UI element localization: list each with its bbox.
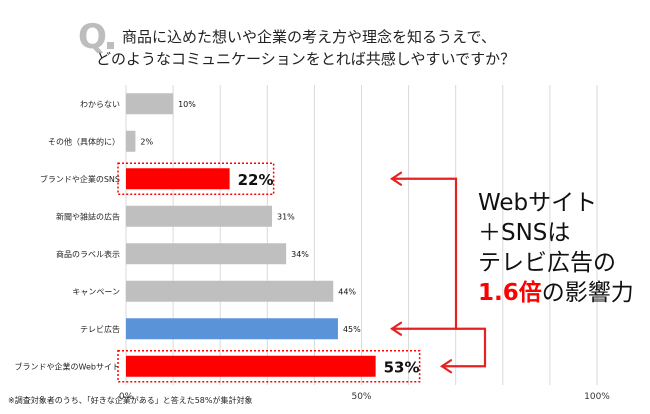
bar [126, 130, 136, 152]
callout-text: Webサイト ＋SNSは テレビ広告の 1.6倍の影響力 [478, 188, 634, 308]
bar [126, 355, 376, 377]
x-tick-label: 50% [351, 392, 371, 402]
category-label: 商品のラベル表示 [56, 249, 120, 259]
question-title-line1: 商品に込めた想いや企業の考え方や理念を知るうえで、 [122, 28, 496, 46]
highlight-box [117, 350, 421, 383]
arrowhead-sns [390, 171, 403, 186]
x-tick-label: 100% [584, 392, 610, 402]
callout-line4: 1.6倍の影響力 [478, 278, 634, 308]
category-label: 新聞や雑誌の広告 [56, 211, 120, 221]
value-label: 34% [291, 250, 309, 259]
value-label: 22% [238, 171, 274, 189]
value-label: 53% [384, 358, 420, 376]
bracket-line-web [440, 327, 487, 368]
bar [126, 168, 230, 190]
bar [126, 280, 334, 302]
category-label: テレビ広告 [80, 324, 120, 334]
bar [126, 93, 174, 115]
category-label: ブランドや企業のSNS [40, 174, 120, 184]
highlight-box [117, 162, 275, 195]
value-label: 44% [338, 287, 356, 296]
arrowhead-tv [390, 321, 403, 336]
value-label: 45% [343, 325, 361, 334]
question-title-line2: どのようなコミュニケーションをとれば共感しやすいですか？ [96, 50, 516, 68]
bar [126, 318, 338, 340]
callout-line2: ＋SNSは [478, 220, 571, 246]
category-label: わからない [80, 100, 120, 109]
footnote: ※調査対象者のうち、「好きな企業がある」と答えた58%が集計対象 [8, 396, 253, 405]
value-label: 31% [277, 212, 295, 221]
value-label: 10% [178, 100, 196, 109]
callout-line3: テレビ広告の [478, 250, 616, 276]
value-label: 2% [140, 137, 153, 146]
callout-line1: Webサイト [478, 190, 598, 216]
bracket-line-sns [390, 177, 458, 330]
arrowhead-web [440, 359, 453, 374]
bar [126, 243, 287, 265]
question-mark-dot [107, 42, 114, 49]
category-label: ブランドや企業のWebサイト [15, 361, 120, 371]
bar [126, 205, 273, 227]
question-mark-q: Q [78, 17, 107, 57]
callout-highlight: 1.6倍 [478, 280, 542, 306]
category-label: その他（具体的に） [48, 136, 120, 146]
callout-line4-suffix: の影響力 [541, 280, 634, 306]
x-tick-label: 0% [119, 392, 134, 402]
category-label: キャンペーン [72, 287, 120, 296]
